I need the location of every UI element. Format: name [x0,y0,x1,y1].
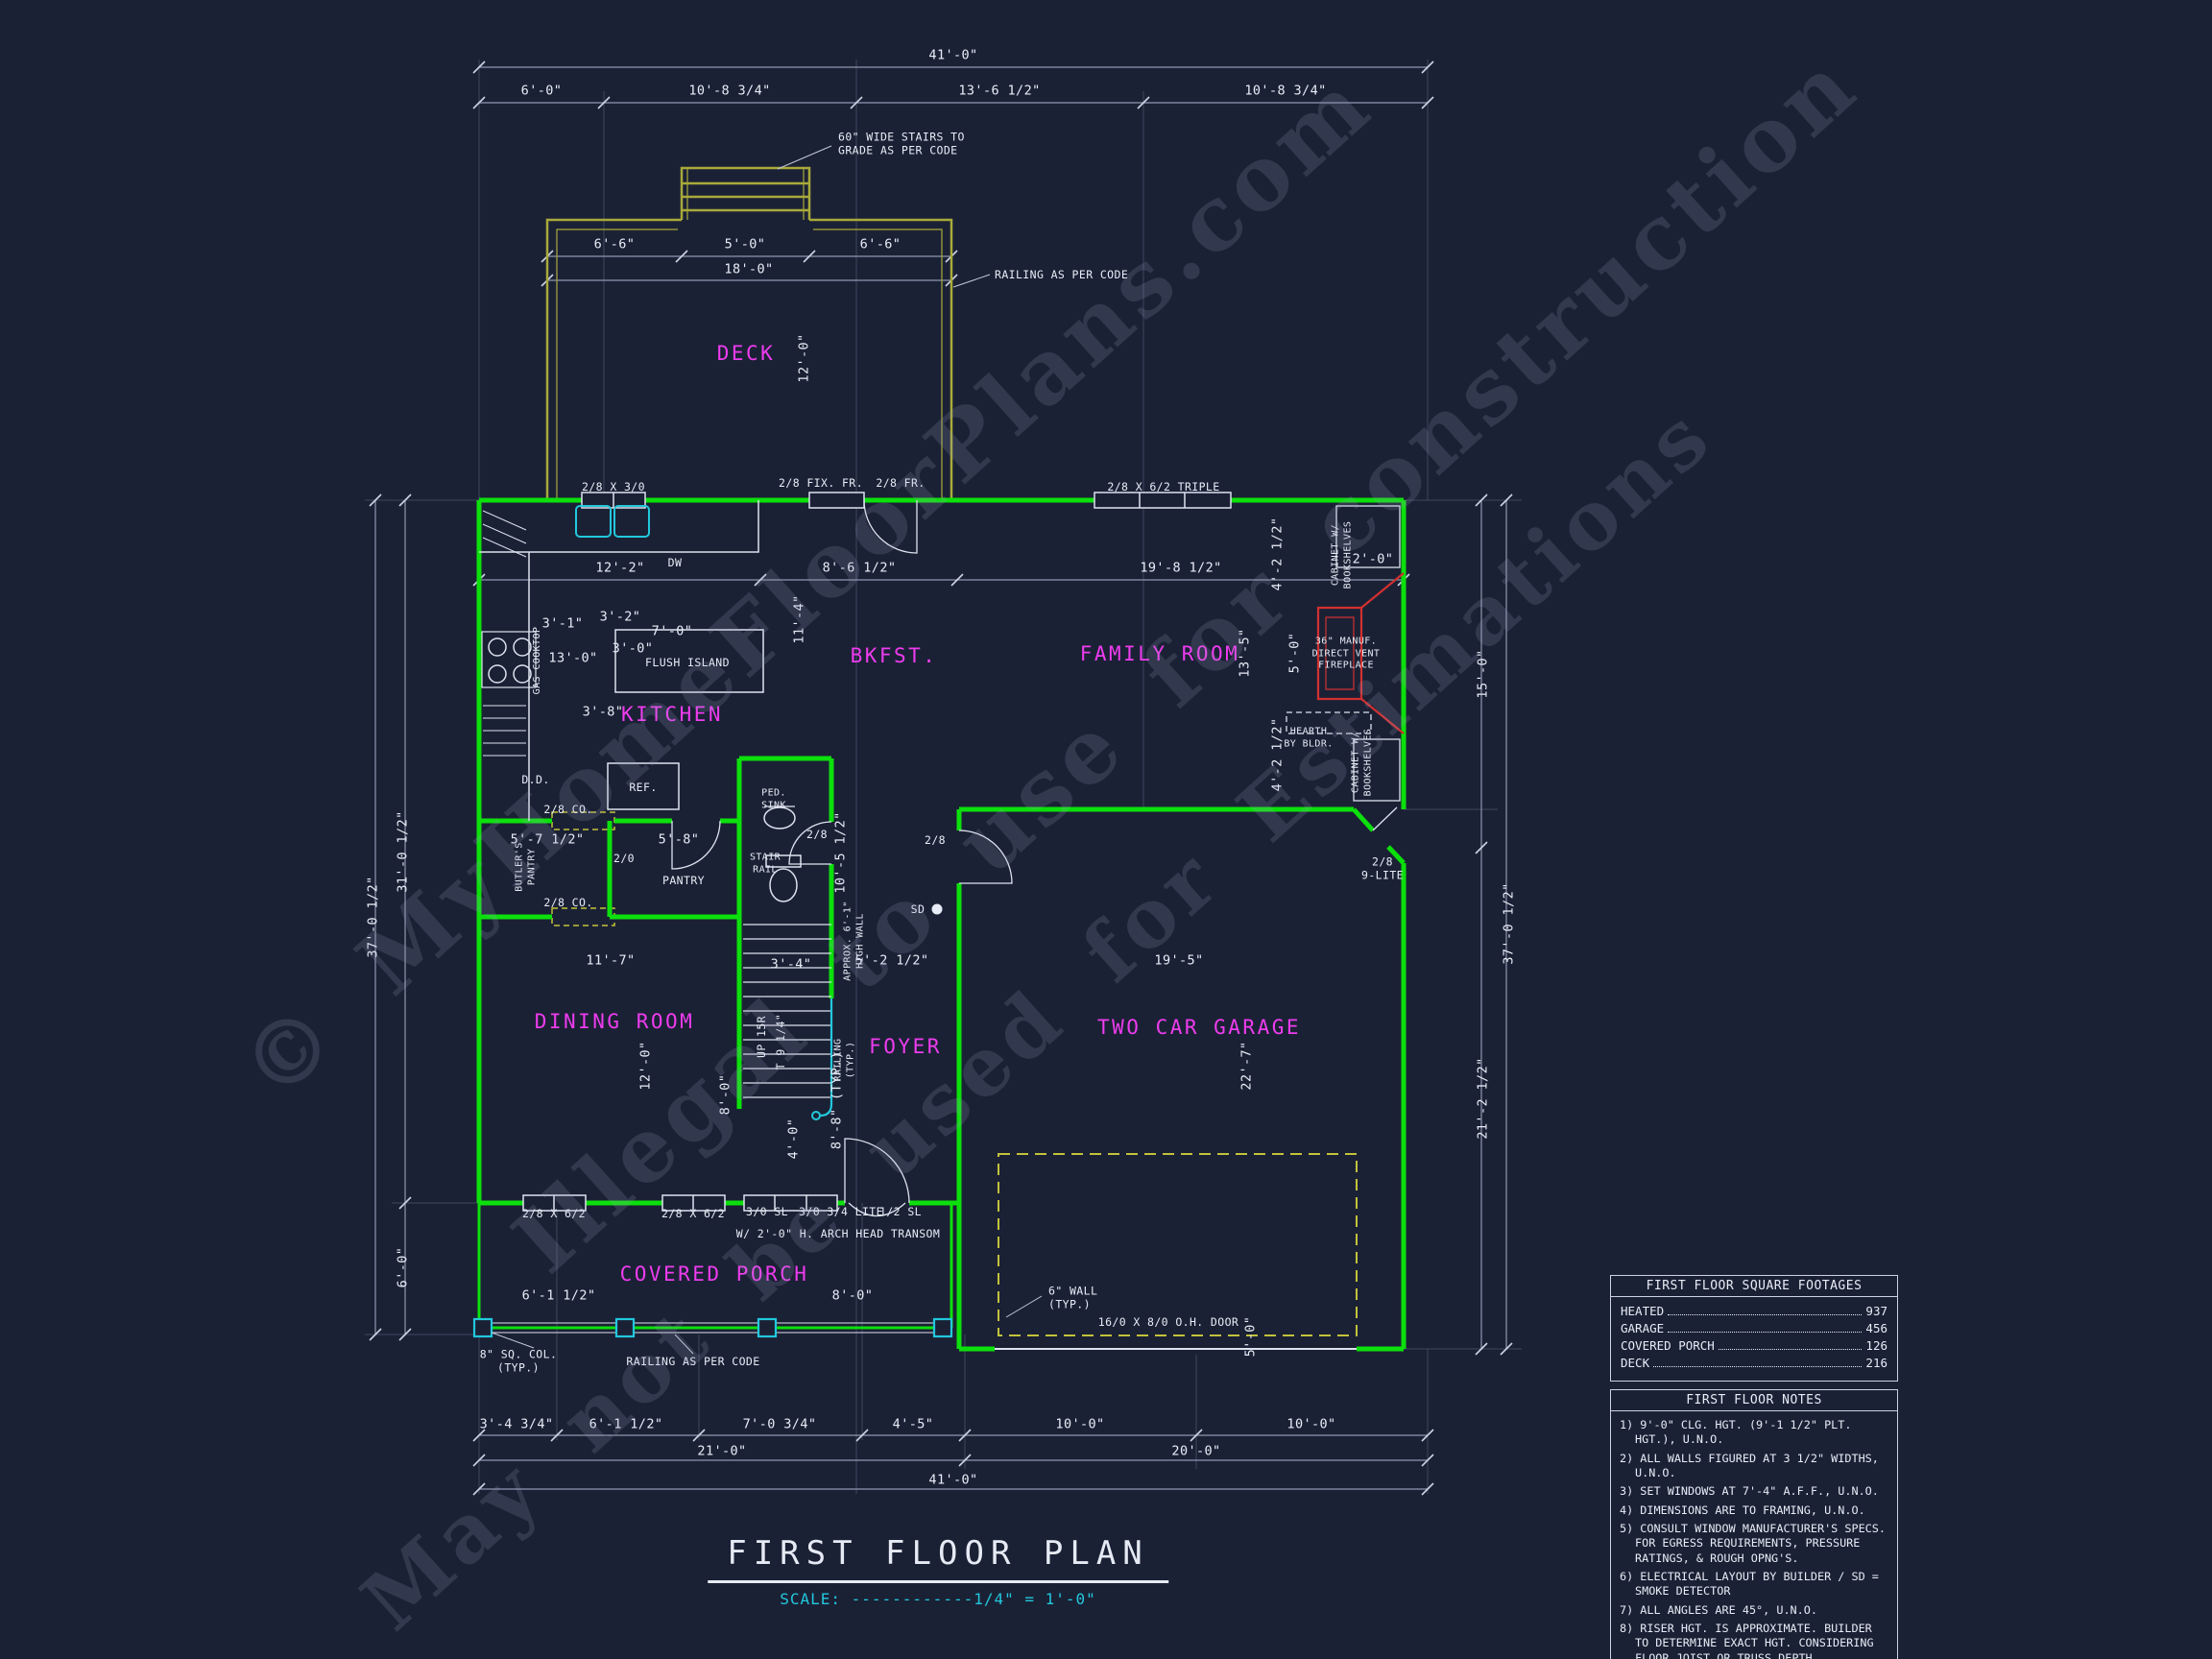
flush-island [614,629,764,693]
note-item: 2) ALL WALLS FIGURED AT 3 1/2" WIDTHS, U… [1620,1451,1879,1479]
note-item: 1) 9'-0" CLG. HGT. (9'-1 1/2" PLT. HGT.)… [1620,1418,1852,1447]
stair-railing [819,998,833,1118]
porch-column [614,1317,636,1338]
note-item: 5) CONSULT WINDOW MANUFACTURER'S SPECS. … [1620,1521,1886,1565]
smoke-detector-icon [931,903,943,915]
toilet-tank [765,854,802,868]
scale-note: SCALE: ------------1/4" = 1'-0" [780,1590,1096,1608]
note-item: 7) ALL ANGLES ARE 45°, U.N.O. [1620,1602,1817,1617]
note-item: 6) ELECTRICAL LAYOUT BY BUILDER / SD = S… [1620,1569,1879,1599]
porch-column [932,1317,953,1338]
fixtures [479,499,1398,1334]
notes-list: 1) 9'-0" CLG. HGT. (9'-1 1/2" PLT. HGT.)… [1611,1411,1897,1659]
garage-overhead-dashed [551,811,1358,1336]
notes-table-title: FIRST FLOOR NOTES [1611,1390,1897,1411]
hearth-dashed [1286,711,1372,734]
note-item: 8) RISER HGT. IS APPROXIMATE. BUILDER TO… [1620,1621,1874,1659]
deck-outline [545,166,953,500]
porch-railing [492,1322,934,1334]
notes-table: FIRST FLOOR NOTES 1) 9'-0" CLG. HGT. (9'… [1610,1389,1898,1659]
stair-newel [811,1111,821,1120]
note-item: 4) DIMENSIONS ARE TO FRAMING, U.N.O. [1620,1503,1865,1517]
porch-column [757,1317,778,1338]
porch-column [472,1317,493,1338]
cabinet-hatch [482,510,527,757]
cyan-elements [472,505,953,1338]
kitchen-sink-bowl [575,505,612,538]
walls [476,497,1407,1352]
dimension-lines [374,66,1507,1490]
toilet-bowl [769,868,798,902]
stair-treads [743,924,831,1098]
builtin-cabinets [1286,505,1401,802]
extension-lines [365,60,1522,1494]
page-title: FIRST FLOOR PLAN [708,1534,1168,1583]
window-symbols [522,492,1232,1212]
square-footage-table-title: FIRST FLOOR SQUARE FOOTAGES [1611,1276,1897,1297]
kitchen-counter [479,500,759,821]
fireplace [1316,572,1405,734]
garage-door-opening [995,1343,1357,1355]
cooktop [481,631,537,688]
kitchen-sink-bowl [613,505,650,538]
dimension-ticks [369,60,1513,1496]
porch-walls [477,1203,953,1330]
leader-lines [491,145,1043,1355]
note-item: 3) SET WINDOWS AT 7'-4" A.F.F., U.N.O. [1620,1484,1879,1499]
pedestal-sink [763,806,796,830]
refrigerator [607,762,680,810]
door-swings [671,499,1398,1216]
